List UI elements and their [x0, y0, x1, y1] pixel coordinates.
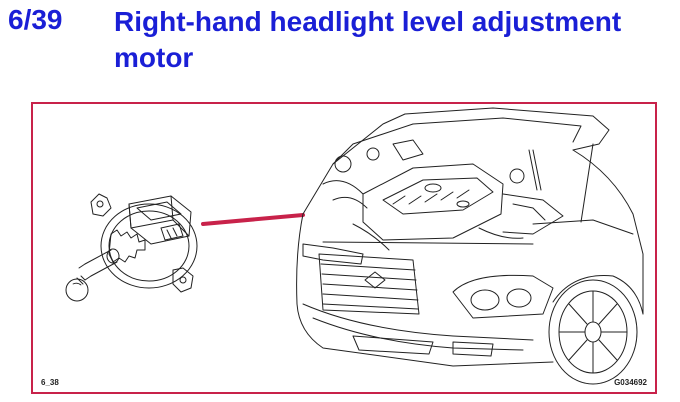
- illustration-frame: 6_38 G034692: [31, 102, 657, 394]
- header: 6/39 Right-hand headlight level adjustme…: [0, 0, 680, 100]
- page-reference: 6/39: [8, 4, 63, 35]
- figure-code-left: 6_38: [41, 378, 59, 387]
- illustration: [65, 107, 644, 385]
- figure-code-right: G034692: [614, 378, 647, 387]
- page-title: Right-hand headlight level adjustment mo…: [114, 6, 622, 73]
- leader-line: [201, 213, 305, 226]
- adjustment-motor-drawing: [65, 193, 198, 302]
- car-engine-bay-drawing: [296, 107, 644, 385]
